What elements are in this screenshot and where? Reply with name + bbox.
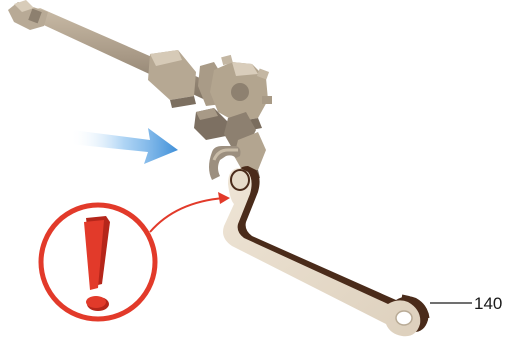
warning-leader-arrowhead (218, 192, 230, 204)
axle-rod (8, 0, 232, 104)
blue-arrow-icon (70, 128, 178, 164)
part-number-label: 140 (474, 294, 502, 313)
part-callout-140: 140 (430, 294, 502, 313)
warning-leader-line (150, 198, 224, 232)
lever-part-140 (223, 166, 428, 336)
warning-callout (41, 192, 230, 319)
